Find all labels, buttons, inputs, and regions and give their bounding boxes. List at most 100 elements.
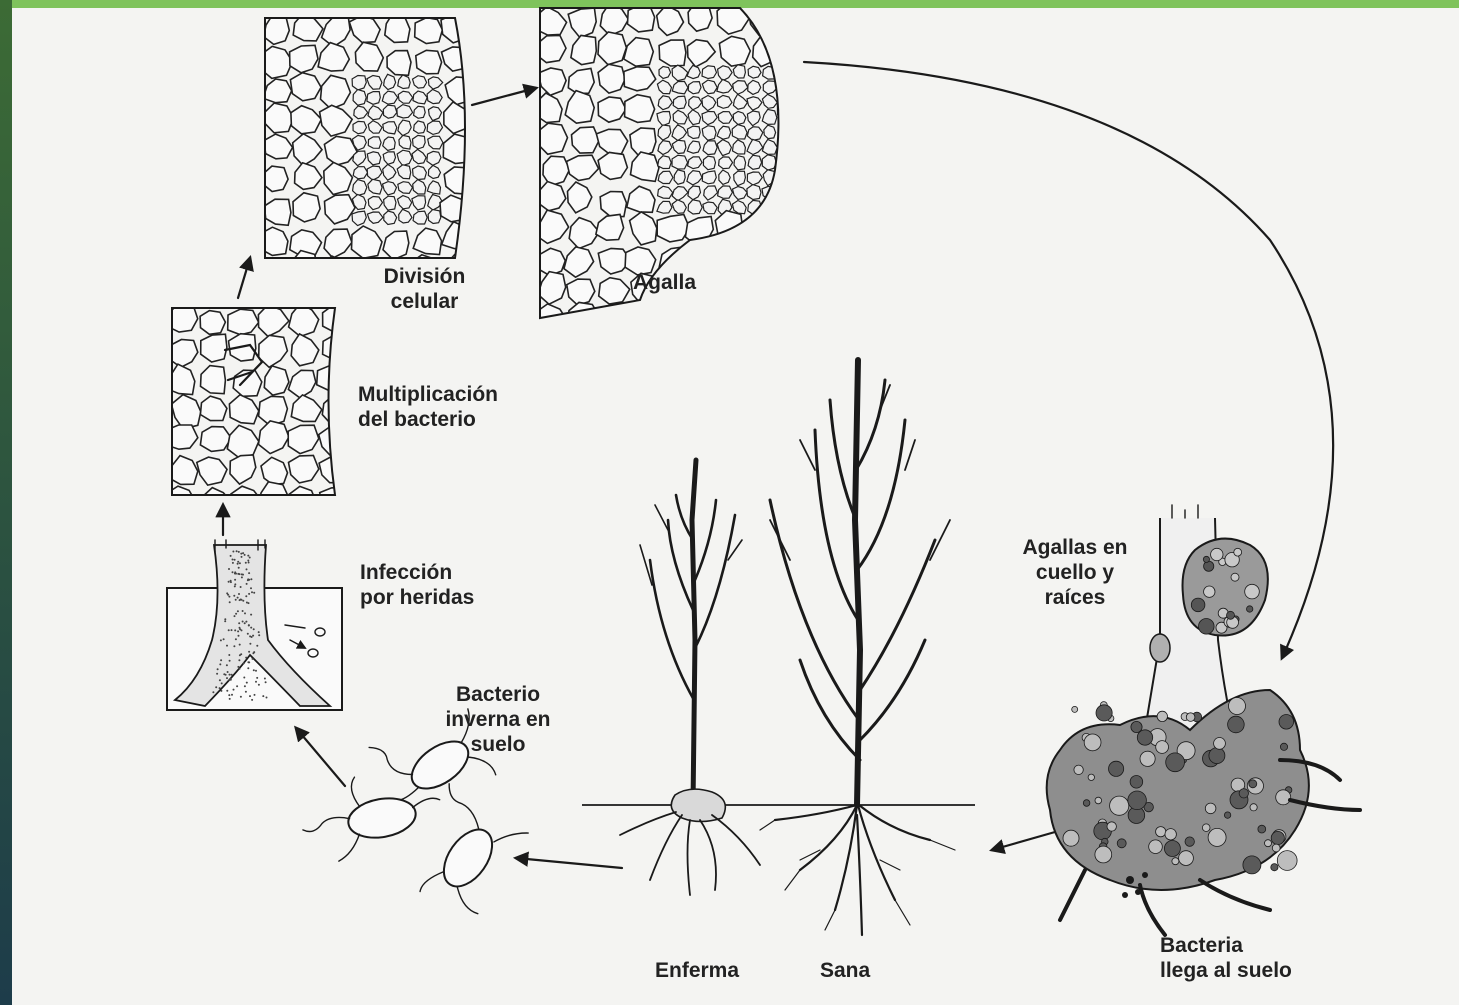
cell-shape — [289, 455, 319, 483]
tissue-dot — [245, 621, 247, 623]
tissue-dot — [241, 629, 243, 631]
cell-shape — [749, 4, 781, 36]
tissue-dot — [238, 659, 240, 661]
tissue-dot — [240, 696, 242, 698]
cell-shape — [774, 310, 805, 337]
cell-shape — [384, 211, 397, 225]
gall-nodule — [1191, 598, 1205, 612]
cell-shape — [762, 94, 777, 108]
tissue-dot — [234, 559, 236, 561]
gall-nodule — [1117, 839, 1126, 848]
cell-shape — [718, 112, 732, 124]
cell-shape — [291, 395, 322, 422]
gall-nodule — [1214, 738, 1226, 750]
gall-nodule — [1265, 840, 1272, 847]
cell-shape — [779, 217, 807, 249]
tissue-dot — [249, 643, 251, 645]
cell-shape — [295, 163, 322, 190]
label-bacteria-reaches-soil: Bacteria llega al suelo — [1160, 933, 1292, 983]
gall-nodule — [1258, 825, 1266, 833]
cell-shape — [170, 340, 198, 368]
cell-shape — [685, 217, 713, 247]
label-infection: Infección por heridas — [360, 560, 474, 610]
cell-shape — [319, 427, 346, 455]
cell-shape — [598, 32, 626, 65]
tissue-dot — [226, 645, 228, 647]
cell-shape — [658, 186, 673, 198]
tissue-dot — [245, 657, 247, 659]
cell-shape — [782, 3, 808, 32]
tissue-dot — [243, 662, 245, 664]
cell-shape — [704, 186, 718, 200]
gall-nodule — [1272, 844, 1280, 852]
gall-nodule — [1203, 556, 1209, 562]
cell-shape — [672, 187, 688, 201]
cell-division-panel — [260, 12, 506, 289]
cell-shape — [397, 165, 411, 179]
tissue-dot — [220, 639, 222, 641]
cell-shape — [169, 456, 198, 485]
cell-shape — [688, 2, 712, 32]
cell-shape — [598, 152, 627, 179]
cell-shape — [781, 278, 810, 309]
cell-shape — [719, 157, 733, 169]
tissue-dot — [247, 667, 249, 669]
tissue-dot — [243, 677, 245, 679]
gall-nodule — [1140, 751, 1155, 766]
cell-shape — [291, 106, 322, 134]
cell-shape — [688, 110, 701, 125]
tissue-dot — [240, 586, 242, 588]
cell-shape — [659, 310, 691, 340]
tissue-dot — [252, 635, 254, 637]
tissue-dot — [235, 599, 237, 601]
tissue-dot — [256, 645, 258, 647]
tissue-dot — [238, 622, 240, 624]
tissue-dot — [239, 668, 241, 670]
cell-shape — [368, 106, 383, 120]
cell-shape — [416, 50, 442, 74]
cell-shape — [367, 92, 380, 105]
cell-shape — [702, 80, 717, 94]
tissue-dot — [248, 562, 250, 564]
cell-shape — [779, 243, 810, 275]
tissue-dot — [241, 576, 243, 578]
cell-shape — [412, 196, 426, 210]
cell-shape — [702, 96, 716, 111]
tissue-dot — [219, 663, 221, 665]
cell-shape — [687, 65, 700, 78]
cell-shape — [290, 45, 318, 72]
cell-shape — [658, 125, 671, 140]
cell-shape — [353, 180, 367, 196]
cell-shape — [750, 309, 780, 335]
tissue-dot — [249, 557, 251, 559]
cell-shape — [719, 170, 730, 184]
cell-shape — [473, 167, 504, 198]
cell-shape — [444, 167, 472, 194]
cell-shape — [413, 211, 427, 224]
cell-shape — [200, 488, 231, 516]
tissue-dot — [230, 555, 232, 557]
cell-shape — [261, 457, 288, 484]
cell-shape — [413, 91, 427, 104]
cell-shape — [749, 218, 775, 246]
cell-shape — [264, 366, 289, 395]
cell-shape — [569, 218, 599, 249]
cell-shape — [475, 224, 506, 253]
cell-shape — [166, 425, 198, 449]
cell-shape — [688, 82, 701, 94]
cell-shape — [322, 16, 351, 47]
gall-nodule — [1095, 846, 1112, 863]
cell-shape — [702, 171, 716, 184]
cell-shape — [320, 487, 352, 513]
cell-shape — [317, 366, 346, 391]
cell-shape — [657, 5, 684, 36]
gall-nodule — [1156, 741, 1169, 754]
tissue-dot — [258, 684, 260, 686]
cell-shape — [780, 154, 804, 183]
tissue-dot — [212, 691, 214, 693]
gall-nodule — [1107, 822, 1116, 831]
cell-shape — [427, 121, 442, 134]
healthy-tree — [760, 360, 955, 935]
cell-shape — [367, 152, 381, 165]
cell-shape — [353, 167, 368, 179]
